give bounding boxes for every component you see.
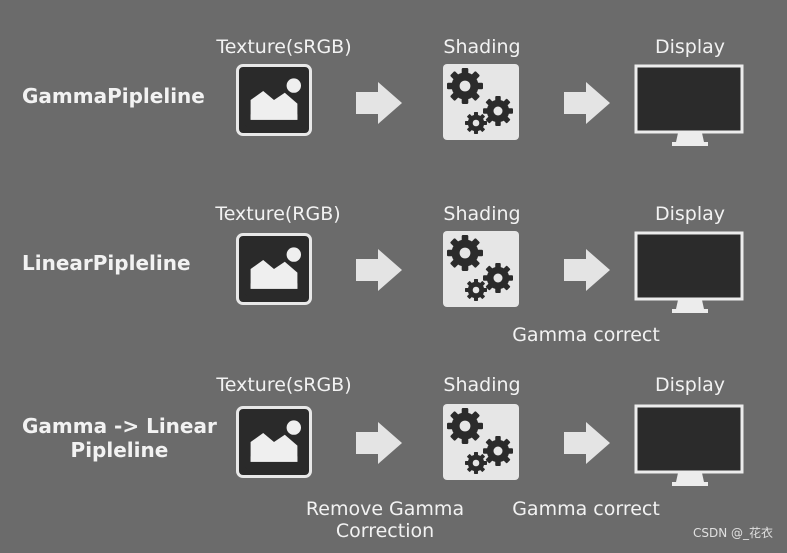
gamma-correct-note: Gamma correct — [512, 324, 660, 346]
row-label: LinearPipleline — [22, 251, 191, 275]
gears-icon — [443, 231, 519, 307]
gears-icon — [443, 404, 519, 480]
gamma-correct-note: Gamma correct — [512, 498, 660, 520]
gamma-pipeline-row: GammaPipleline Texture(sRGB) Shading Dis… — [0, 0, 787, 150]
texture-title: Texture(sRGB) — [216, 36, 352, 58]
shading-title: Shading — [443, 36, 521, 58]
monitor-icon — [634, 64, 746, 154]
shading-title: Shading — [443, 203, 521, 225]
monitor-icon — [634, 231, 746, 321]
display-title: Display — [654, 203, 726, 225]
remove-gamma-note-line1: Remove Gamma — [305, 498, 465, 520]
shading-title: Shading — [443, 374, 521, 396]
right-arrow-icon — [354, 80, 404, 126]
linear-pipeline-row: LinearPipleline Texture(RGB) Shading Dis… — [0, 167, 787, 346]
remove-gamma-note: Remove Gamma Correction — [306, 498, 464, 542]
image-icon — [236, 233, 312, 305]
display-title: Display — [654, 36, 726, 58]
image-icon — [236, 406, 312, 478]
right-arrow-icon — [562, 80, 612, 126]
right-arrow-icon — [562, 247, 612, 293]
right-arrow-icon — [354, 247, 404, 293]
right-arrow-icon — [562, 420, 612, 466]
remove-gamma-note-line2: Correction — [335, 520, 435, 542]
row-label: Gamma -> Linear Pipleline — [22, 414, 217, 462]
row-label: GammaPipleline — [22, 84, 205, 108]
row-label-line2: Pipleline — [70, 438, 169, 462]
gamma-to-linear-pipeline-row: Gamma -> Linear Pipleline Texture(sRGB) … — [0, 340, 787, 542]
watermark: CSDN @_花衣 — [692, 526, 773, 540]
gears-icon — [443, 64, 519, 140]
right-arrow-icon — [354, 420, 404, 466]
image-icon — [236, 64, 312, 136]
monitor-icon — [634, 404, 746, 494]
display-title: Display — [654, 374, 726, 396]
texture-title: Texture(sRGB) — [216, 374, 352, 396]
row-label-line1: Gamma -> Linear — [22, 414, 217, 438]
texture-title: Texture(RGB) — [215, 203, 341, 225]
